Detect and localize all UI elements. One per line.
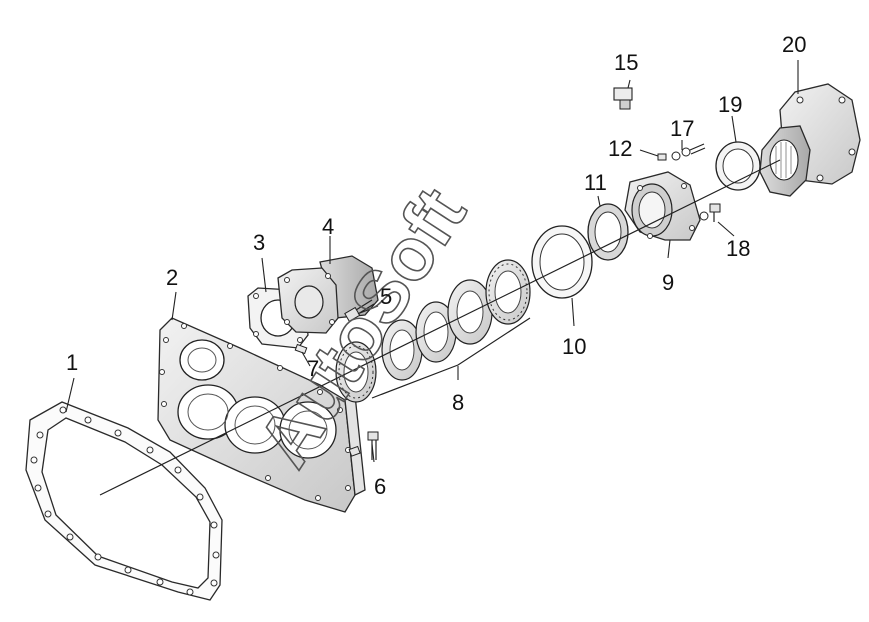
part-plug [613,87,633,110]
callout-18: 18 [726,236,750,261]
part-bolt-17 [671,143,706,161]
callout-6: 6 [374,474,386,499]
part-bolt-18 [699,203,721,222]
assembly-axis-line [99,159,781,496]
part-bearing-housing [624,171,701,241]
part-small-pin [657,153,667,161]
part-pin [294,343,308,355]
part-gasket [25,401,223,601]
callout-17: 17 [670,116,694,141]
callout-19: 19 [718,92,742,117]
part-bearing-set [335,259,531,403]
callout-11: 11 [584,170,607,195]
part-output-flange [759,83,861,197]
callout-7: 7 [307,356,319,381]
callout-1: 1 [66,350,78,375]
part-shim [715,141,761,191]
callout-10: 10 [562,334,586,359]
part-bearing-cover [277,255,379,334]
callout-4: 4 [322,214,334,239]
callout-12: 12 [608,136,632,161]
part-seal-ring [587,203,629,261]
part-retaining-ring [531,225,593,299]
callout-2: 2 [166,265,178,290]
callout-5: 5 [380,284,392,309]
part-housing [157,317,366,513]
leader-lines [65,60,799,463]
callout-9: 9 [662,270,674,295]
part-bolt-6 [348,431,379,460]
callouts: 1 2 3 4 5 6 7 8 9 10 11 12 15 17 18 19 2… [66,32,806,499]
callout-20: 20 [782,32,806,57]
callout-15: 15 [614,50,638,75]
callout-3: 3 [253,230,265,255]
callout-8: 8 [452,390,464,415]
